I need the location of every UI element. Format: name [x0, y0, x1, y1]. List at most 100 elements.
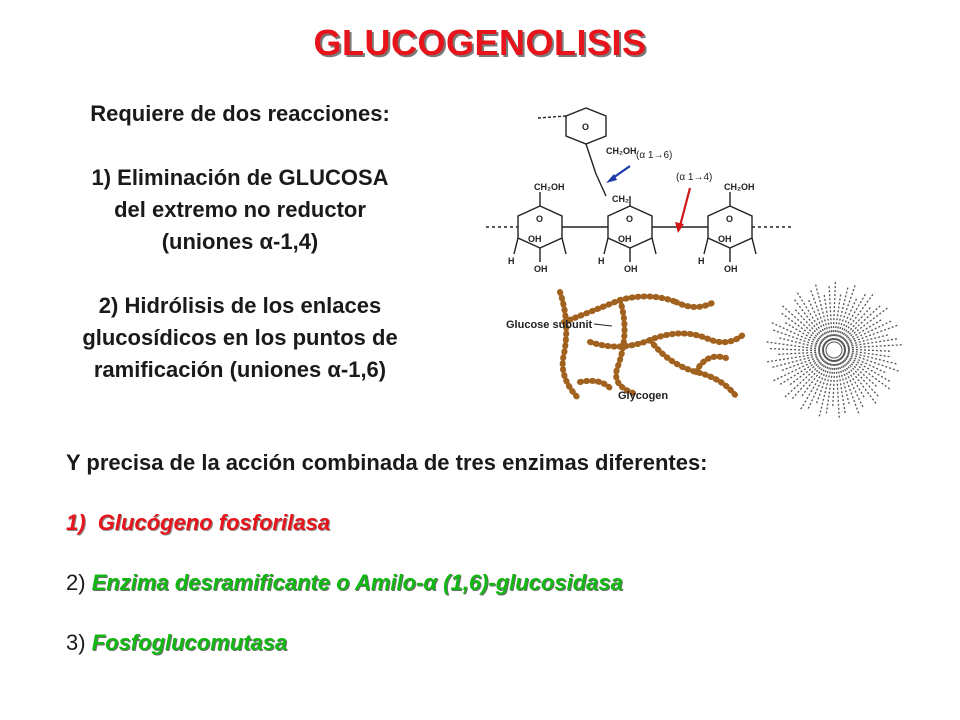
granule-ray: [807, 359, 832, 409]
granule-ray: [841, 355, 879, 389]
glucose-subunit-pointer: [593, 323, 613, 327]
branch-glucose-ring: [565, 107, 607, 145]
enzyme-1: 1) Glucógeno fosforilasa: [66, 508, 926, 538]
glycogen-chains-illustration: Glucose subunit Glycogen: [506, 289, 747, 403]
reaction-2-line-2: glucosídicos en los puntos de: [82, 325, 398, 350]
granule-ray: [839, 357, 866, 400]
alpha-1-4-label: (α 1→4): [676, 172, 712, 183]
granule-ray: [779, 354, 826, 372]
granule-ray: [764, 352, 825, 363]
granule-ray: [833, 292, 842, 341]
enzyme-1-name: Glucógeno fosforilasa: [97, 510, 331, 535]
granule-ray: [837, 293, 866, 342]
granule-core: [825, 341, 843, 359]
granule-ray: [807, 297, 830, 342]
alpha-1-6-arrowhead: [606, 174, 617, 183]
granule-ray: [843, 350, 897, 365]
glycogen-structure-diagram: O CH₂OH CH₂OH CH₂ CH₂OH O O O OH OH OH O…: [486, 107, 794, 274]
granule-ray: [814, 282, 831, 341]
granule-ray: [787, 356, 828, 387]
granule-ray: [815, 359, 833, 406]
granule-ray: [837, 359, 851, 407]
granule-ray: [834, 287, 849, 341]
granule-ray: [764, 340, 825, 351]
ch2oh-label-branch: CH₂OH: [606, 146, 637, 156]
granule-ray: [777, 336, 825, 350]
ch2oh-label-1: CH₂OH: [534, 182, 565, 192]
granule-ray: [782, 357, 829, 399]
granule-ray: [772, 353, 825, 368]
page-title: GLUCOGENOLISIS: [313, 22, 647, 63]
h-label-1: H: [508, 256, 515, 266]
oh-label-1: OH: [528, 234, 542, 244]
granule-ray: [776, 351, 825, 356]
reactions-intro: Requiere de dos reacciones:: [90, 101, 390, 126]
granule-ray: [842, 353, 891, 382]
glycogen-granule-illustration: [764, 279, 904, 420]
granule-ray: [836, 296, 858, 341]
granule-rays: [764, 279, 904, 420]
ring-o-label-1: O: [536, 214, 543, 224]
reaction-1-line-1: 1) Eliminación de GLUCOSA: [91, 165, 389, 190]
h-label-2: H: [598, 256, 605, 266]
oh-label-3: OH: [718, 234, 732, 244]
reaction-2-line-1: 2) Hidrólisis de los enlaces: [98, 293, 382, 318]
granule-ray: [810, 290, 830, 342]
ch2oh-label-3: CH₂OH: [724, 182, 755, 192]
granule-ray: [836, 359, 846, 414]
granule-ray: [783, 320, 826, 347]
enzymes-block: Y precisa de la acción combinada de tres…: [66, 448, 926, 658]
enzyme-3-name: Fosfoglucomutasa: [91, 630, 288, 655]
enzyme-3: 3) Fosfoglucomutasa: [66, 628, 926, 658]
alpha-1-4-arrow: [678, 187, 692, 227]
granule-ray: [843, 349, 892, 358]
h-label-3: H: [698, 256, 705, 266]
granule-ray: [839, 305, 873, 343]
oh-label-3b: OH: [724, 264, 738, 274]
granule-ray: [825, 359, 835, 414]
oh-label-2: OH: [618, 234, 632, 244]
enzyme-2: 2) Enzima desramificante o Amilo-α (1,6)…: [66, 568, 926, 598]
alpha-1-4-arrowhead: [675, 222, 684, 233]
granule-ray: [842, 320, 892, 346]
granule-ray: [800, 358, 830, 398]
oh-label-1b: OH: [534, 264, 548, 274]
ring-o-label: O: [582, 122, 589, 132]
granule-ray: [793, 307, 827, 345]
granule-ray: [841, 318, 884, 345]
reaction-1-line-3: (uniones α-1,4): [161, 229, 319, 254]
granule-ray: [843, 348, 893, 352]
granule-ray: [779, 355, 827, 385]
granule-ray: [772, 329, 825, 349]
granule-ray: [828, 286, 833, 341]
granule-ray: [781, 312, 826, 346]
granule-ray: [818, 359, 834, 419]
granule-ray: [832, 359, 836, 409]
enzyme-2-name: Enzima desramificante o Amilo-α (1,6)-gl…: [91, 570, 623, 595]
alpha-1-6-label: (α 1→6): [636, 150, 672, 161]
enzymes-intro: Y precisa de la acción combinada de tres…: [66, 450, 708, 475]
glucose-bead-chains: [557, 289, 747, 403]
granule-ray: [793, 299, 828, 344]
reaction-2-line-3: ramificación (uniones α-1,6): [93, 357, 387, 382]
granule-ray: [843, 338, 898, 348]
granule-ray: [843, 352, 888, 374]
granule-ray: [841, 355, 879, 397]
oh-label-2b: OH: [624, 264, 638, 274]
granule-ray: [823, 292, 832, 341]
reactions-block: Requiere de dos reacciones: 1) Eliminaci…: [20, 98, 460, 386]
granule-ray: [838, 358, 864, 408]
ring-o-label-2: O: [626, 214, 633, 224]
granule-ray: [769, 347, 825, 352]
granule-ray: [769, 321, 825, 348]
reaction-1-line-2: del extremo no reductor: [114, 197, 366, 222]
ch2-label: CH₂: [612, 194, 629, 204]
glycogen-label: Glycogen: [618, 390, 668, 402]
granule-ray: [843, 333, 891, 347]
enzyme-3-number: 3): [66, 630, 86, 655]
granule-ray: [839, 305, 881, 343]
glucose-subunit-label: Glucose subunit: [506, 319, 593, 331]
enzyme-1-number: 1): [66, 510, 86, 535]
enzyme-2-number: 2): [66, 570, 86, 595]
ring-o-label-3: O: [726, 214, 733, 224]
